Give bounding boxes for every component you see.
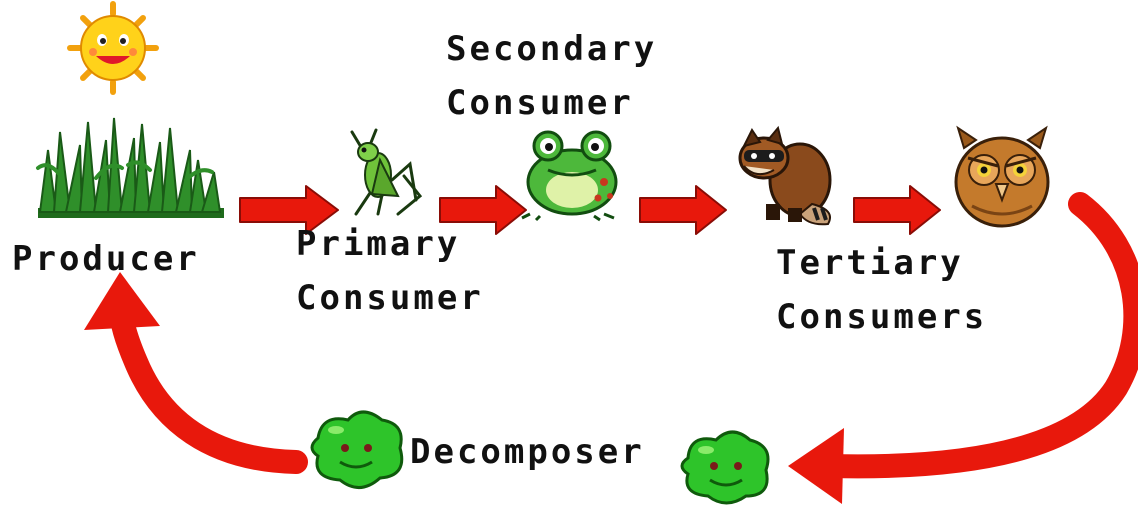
bacteria-icon xyxy=(310,410,404,489)
arrow-producer-to-primary xyxy=(239,185,339,235)
producer-label: Producer xyxy=(12,232,200,286)
frog-icon xyxy=(521,130,618,222)
tertiary-consumers-label: Tertiary Consumers xyxy=(776,236,987,344)
raccoon-icon xyxy=(738,125,832,226)
decomposer-label-text: Decomposer xyxy=(410,432,645,472)
bacteria-icon xyxy=(680,430,770,505)
arrow-primary-to-secondary xyxy=(439,185,527,235)
tertiary-consumers-label-line1: Tertiary xyxy=(776,243,964,283)
secondary-consumer-label-line2: Consumer xyxy=(446,83,634,123)
secondary-consumer-label: Secondary Consumer xyxy=(446,22,657,130)
owl-icon xyxy=(954,125,1050,228)
arrow-tertiary-to-owl xyxy=(853,185,941,235)
decomposer-label: Decomposer xyxy=(410,425,645,479)
arrow-owl-to-decomposer xyxy=(788,192,1138,504)
primary-consumer-label-line1: Primary xyxy=(296,224,461,264)
arrow-secondary-to-tertiary xyxy=(639,185,727,235)
primary-consumer-label: Primary Consumer xyxy=(296,217,484,325)
primary-consumer-label-line2: Consumer xyxy=(296,278,484,318)
secondary-consumer-label-line1: Secondary xyxy=(446,29,658,69)
grasshopper-icon xyxy=(350,128,423,216)
grass-icon xyxy=(36,117,224,218)
tertiary-consumers-label-line2: Consumers xyxy=(776,297,988,337)
arrow-decomposer-to-producer xyxy=(84,272,308,474)
producer-label-text: Producer xyxy=(12,239,200,279)
sun-icon xyxy=(67,1,159,95)
